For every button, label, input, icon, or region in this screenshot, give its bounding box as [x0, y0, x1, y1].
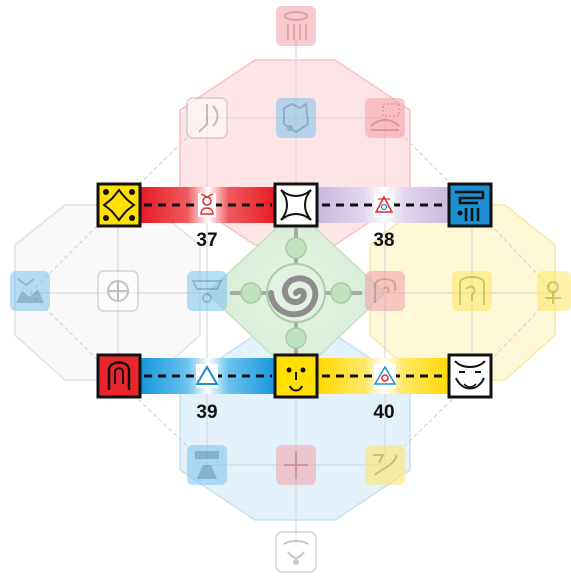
- glyph-white-center-top[interactable]: [275, 184, 317, 226]
- spiral-icon: [267, 264, 325, 322]
- faint-glyph-white-bottom: [276, 532, 316, 572]
- glyph-yellow-center-bottom[interactable]: [275, 355, 317, 397]
- connection-label-40: 40: [373, 402, 394, 423]
- faint-glyph-red-top: [276, 6, 316, 46]
- connection-label-39: 39: [196, 402, 217, 423]
- connection-40[interactable]: [318, 358, 450, 394]
- node-right: [331, 283, 351, 303]
- faint-glyph-blue-center-left: [187, 271, 227, 311]
- connection-label-38: 38: [373, 230, 394, 251]
- faint-glyph-red-lower-center: [276, 445, 316, 485]
- glyph-white-bottom-right[interactable]: [449, 355, 491, 397]
- faint-glyph-yellow-lower-right: [365, 445, 405, 485]
- faint-glyph-yellow-far-right: [537, 271, 571, 311]
- triangle-eye-icon: [374, 193, 394, 217]
- faint-glyph-yellow-right: [452, 271, 492, 311]
- faint-glyph-red-upper-right: [365, 98, 405, 138]
- connection-39[interactable]: [140, 358, 276, 394]
- triangle-icon: [196, 364, 218, 388]
- ankh-icon: [198, 193, 216, 217]
- connection-label-37: 37: [196, 230, 217, 251]
- glyph-red-bottom-left[interactable]: [98, 355, 140, 397]
- node-bottom: [286, 328, 306, 348]
- faint-glyph-blue-lower-left: [187, 445, 227, 485]
- faint-glyph-red-center-right: [365, 271, 405, 311]
- faint-glyph-blue-left: [10, 271, 50, 311]
- node-top: [286, 238, 306, 258]
- faint-glyph-white-left: [98, 271, 138, 311]
- faint-glyph-blue-upper-center: [276, 98, 316, 138]
- glyph-blue-top-right[interactable]: [449, 184, 491, 226]
- connection-38[interactable]: [318, 187, 450, 223]
- glyph-yellow-top-left[interactable]: [98, 184, 140, 226]
- node-left: [241, 283, 261, 303]
- connection-37[interactable]: [140, 187, 276, 223]
- faint-glyph-white-upper-left: [187, 98, 227, 138]
- triangle-eye-icon: [374, 364, 396, 388]
